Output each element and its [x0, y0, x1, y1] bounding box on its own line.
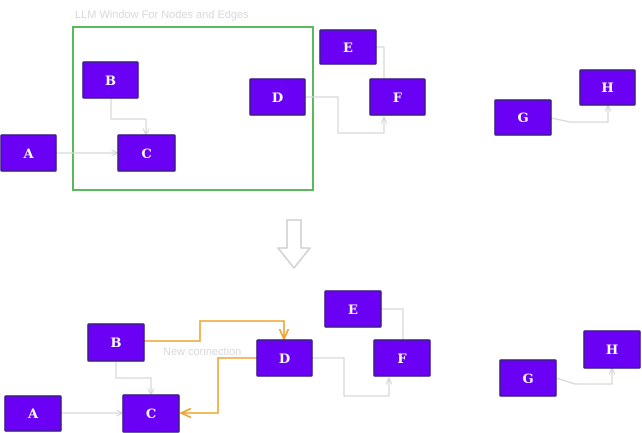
node-g-after: G	[499, 359, 557, 397]
new-connection-label: New connection	[163, 346, 241, 358]
node-g-before: G	[494, 99, 552, 136]
node-c-after-label: C	[146, 407, 156, 422]
node-d-after: D	[256, 339, 313, 377]
edges-before	[56, 46, 608, 153]
node-b-before: B	[82, 61, 139, 99]
node-c-before: C	[117, 134, 176, 172]
node-g-before-label: G	[517, 111, 528, 126]
node-b-before-label: B	[105, 74, 116, 89]
node-f-after: F	[373, 339, 431, 377]
edge-g-h-after	[555, 368, 612, 385]
node-d-after-label: D	[279, 352, 290, 367]
node-a-before: A	[0, 134, 57, 172]
edge-b-d-new	[144, 320, 284, 342]
node-f-after-label: F	[397, 352, 407, 367]
node-f-before-label: F	[393, 91, 403, 106]
node-b-after: B	[87, 323, 145, 362]
node-e-before-label: E	[343, 41, 353, 56]
node-e-after: E	[324, 290, 382, 328]
edge-d-c-new	[181, 357, 258, 413]
node-c-before-label: C	[141, 147, 151, 162]
edge-e-f-before	[376, 46, 385, 79]
llm-window-frame	[72, 26, 314, 191]
new-edges	[144, 320, 284, 413]
edge-e-f-after	[381, 308, 404, 340]
edge-d-f-before	[305, 96, 384, 134]
node-e-after-label: E	[348, 303, 358, 318]
llm-window-title: LLM Window For Nodes and Edges	[75, 9, 249, 21]
node-a-after-label: A	[27, 407, 39, 422]
node-a-after: A	[4, 395, 62, 432]
node-h-before: H	[579, 69, 636, 106]
node-e-before: E	[319, 29, 377, 65]
node-c-after: C	[122, 394, 180, 433]
edge-b-c-before	[110, 98, 146, 135]
nodes-after: A B C D E F G H	[4, 290, 641, 433]
node-g-after-label: G	[522, 372, 533, 387]
nodes-before: A B C D E F G H	[0, 29, 636, 172]
node-h-after: H	[583, 330, 641, 369]
down-arrow-icon	[277, 219, 311, 269]
node-d-before-label: D	[272, 91, 283, 106]
node-b-after-label: B	[111, 336, 122, 351]
node-h-before-label: H	[601, 81, 613, 96]
edge-b-c-after	[115, 361, 151, 395]
node-h-after-label: H	[606, 343, 618, 358]
node-d-before: D	[249, 78, 306, 116]
edge-g-h-before	[550, 105, 608, 123]
node-a-before-label: A	[22, 147, 34, 162]
edge-d-f-after	[312, 357, 389, 397]
node-f-before: F	[369, 78, 426, 116]
edges-after	[61, 308, 612, 413]
